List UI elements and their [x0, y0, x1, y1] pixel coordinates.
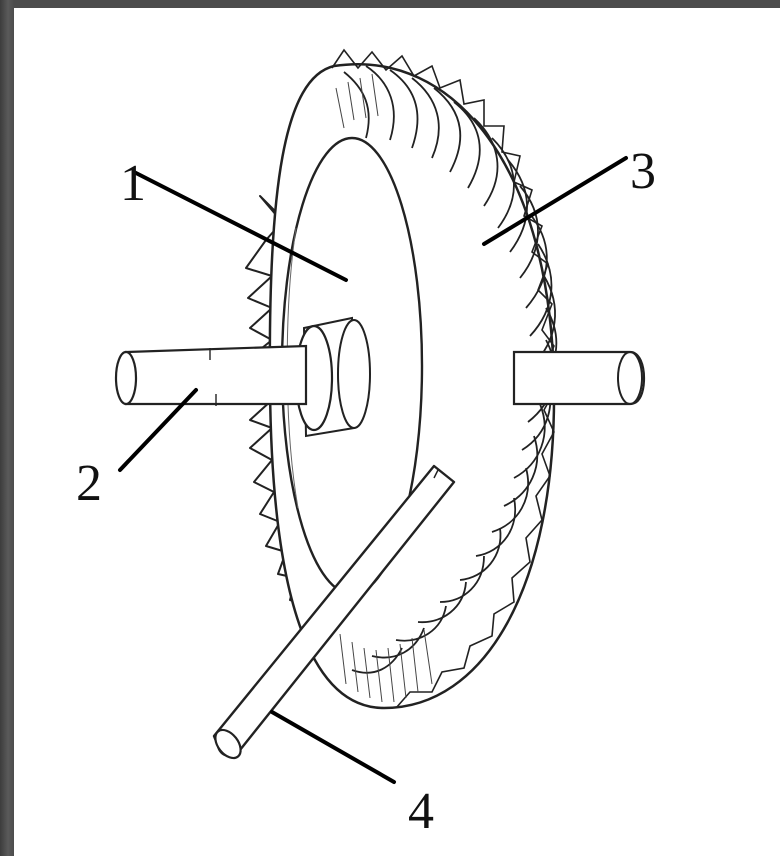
callout-label-4: 4 [408, 786, 434, 838]
turbine-wheel-diagram [14, 8, 780, 856]
callout-label-3: 3 [630, 146, 656, 198]
shaft-right [514, 352, 644, 404]
shaft-left [116, 346, 306, 406]
callout-label-1: 1 [120, 158, 146, 210]
callout-label-2: 2 [76, 458, 102, 510]
diagram-panel: 1 2 3 4 [14, 8, 780, 856]
leader-line-4 [272, 712, 394, 782]
